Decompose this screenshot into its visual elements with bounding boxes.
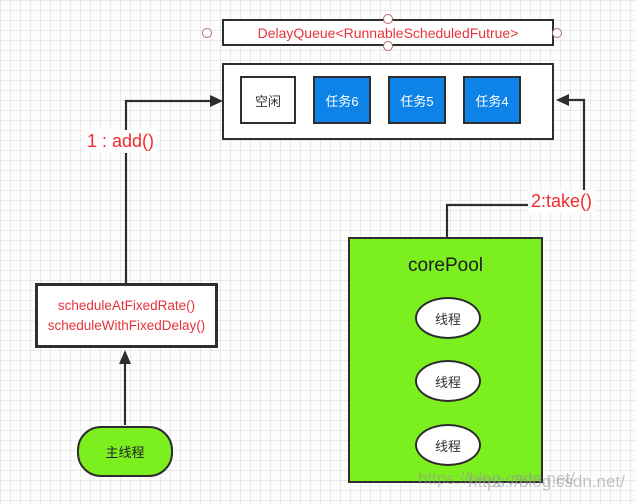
thread-ellipse-3: 线程	[415, 424, 481, 466]
connection-handle-top	[383, 14, 393, 24]
take-label-text: 2:take()	[531, 191, 593, 211]
delay-queue-title-label: DelayQueue<RunnableScheduledFutrue>	[257, 24, 519, 41]
thread-3-label: 线程	[434, 438, 461, 454]
queue-slot-task5-label: 任务5	[400, 93, 434, 109]
queue-slot-task4: 任务4	[463, 76, 521, 124]
arrow-main-to-schedule	[119, 350, 131, 425]
schedule-method-line1: scheduleAtFixedRate()	[57, 297, 196, 313]
connection-handle-bottom	[383, 41, 393, 51]
thread-ellipse-1: 线程	[415, 297, 481, 339]
core-pool-box: corePool 线程 线程 线程	[348, 237, 543, 483]
queue-slot-task4-label: 任务4	[475, 93, 509, 109]
edge-label-add: 1 : add()	[84, 130, 158, 153]
core-pool-title: corePool	[408, 255, 483, 276]
connection-handle-left	[202, 28, 212, 38]
arrow-add	[124, 95, 223, 284]
main-thread-box: 主线程	[77, 426, 173, 477]
queue-slot-task6: 任务6	[313, 76, 371, 124]
watermark-text-1: https://blog.csdn.net/	[418, 469, 575, 488]
add-label-text: 1 : add()	[87, 131, 155, 151]
schedule-methods-box: scheduleAtFixedRate() scheduleWithFixedD…	[35, 283, 218, 348]
queue-slot-idle-label: 空闲	[254, 93, 281, 109]
main-thread-label: 主线程	[105, 445, 145, 460]
thread-2-label: 线程	[434, 374, 461, 390]
thread-ellipse-2: 线程	[415, 360, 481, 402]
queue-slot-idle: 空闲	[240, 76, 296, 124]
queue-slot-task5: 任务5	[388, 76, 446, 124]
watermark-text-2: https://blog.csdn.net/	[468, 472, 625, 491]
edge-label-take: 2:take()	[528, 190, 596, 213]
queue-slot-task6-label: 任务6	[325, 93, 359, 109]
connection-handle-right	[552, 28, 562, 38]
thread-1-label: 线程	[434, 311, 461, 327]
schedule-method-line2: scheduleWithFixedDelay()	[47, 317, 206, 333]
